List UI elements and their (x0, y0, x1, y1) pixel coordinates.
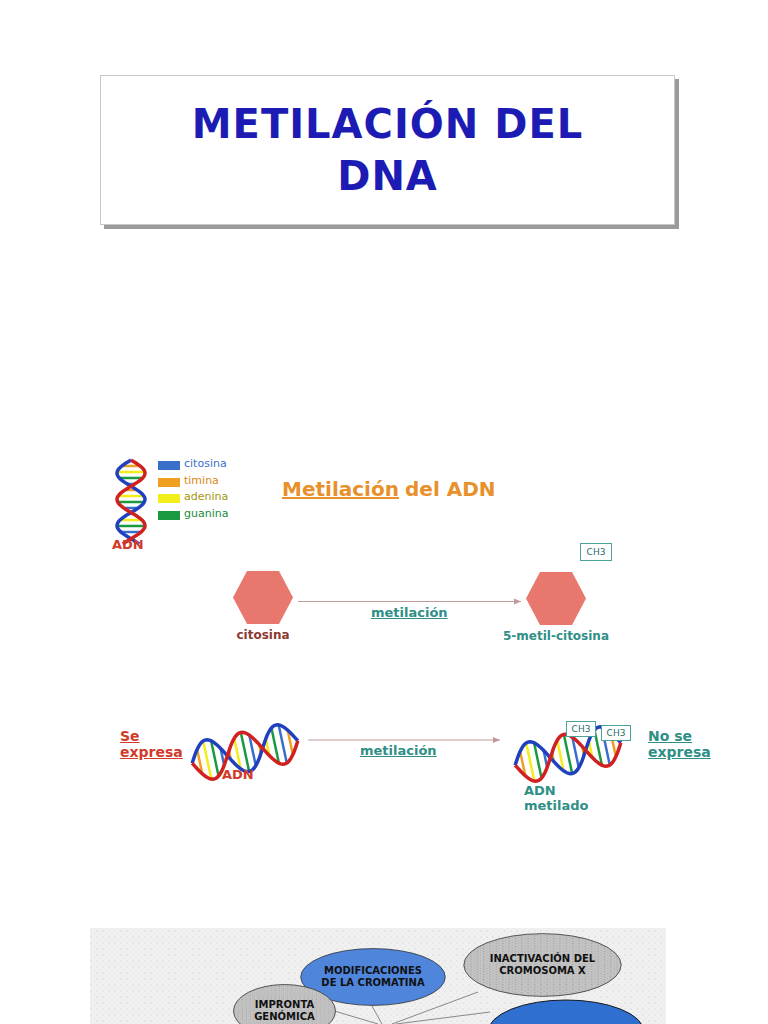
connector-line (372, 1006, 382, 1024)
dna-helix (117, 460, 625, 785)
legend-text: adenina (184, 491, 228, 504)
process-arrow (298, 601, 521, 602)
title-text: METILACIÓN DEL DNA (163, 98, 613, 202)
node-text: CH3 (587, 548, 606, 557)
node-text: CH3 (607, 729, 626, 738)
legend-text: citosina (184, 458, 227, 471)
annotation-label: No se expresa (648, 728, 732, 760)
hexagon-shape (232, 570, 294, 625)
annotation-label: ADN (112, 538, 144, 553)
edge-label: metilación (369, 606, 450, 621)
annotation-label: metilación (360, 744, 437, 759)
process-arrow (308, 740, 500, 741)
legend-swatch (158, 478, 180, 487)
connector-line (396, 1012, 490, 1024)
annotation-label: ADN metilado (524, 784, 590, 814)
hexagon-node: 5-metil-citosina (525, 571, 587, 626)
hexagon-node: citosina (232, 570, 294, 625)
hexagon-shape (525, 571, 587, 626)
section-heading: Metilación (282, 478, 399, 501)
legend-text: guanina (184, 508, 228, 521)
ellipse-node: IMPRONTA GENÓMICA (233, 984, 336, 1024)
section-heading: del ADN (405, 478, 496, 501)
node-text: CH3 (572, 725, 591, 734)
connector-line (331, 1010, 378, 1024)
node-text: IMPRONTA GENÓMICA (248, 999, 322, 1023)
legend-swatch (158, 461, 180, 470)
ch3-tag: CH3 (580, 543, 612, 561)
dna-helix (117, 460, 145, 544)
node-caption: citosina (236, 628, 289, 642)
legend-text: timina (184, 475, 219, 488)
title-box: METILACIÓN DEL DNA (100, 75, 675, 225)
annotation-label: Se expresa (120, 728, 186, 760)
ch3-tag: CH3 (566, 721, 596, 737)
ellipse-node: INACTIVACIÓN DEL CROMOSOMA X (463, 933, 622, 997)
node-text: INACTIVACIÓN DEL CROMOSOMA X (486, 953, 600, 977)
blue-ellipse (488, 1000, 644, 1024)
legend-swatch (158, 511, 180, 520)
node-text: MODIFICACIONES DE LA CROMATINA (321, 965, 426, 989)
dna-helix (188, 721, 302, 783)
annotation-label: ADN (222, 768, 254, 783)
legend-swatch (158, 494, 180, 503)
ch3-tag: CH3 (601, 725, 631, 741)
node-caption: 5-metil-citosina (503, 629, 609, 643)
